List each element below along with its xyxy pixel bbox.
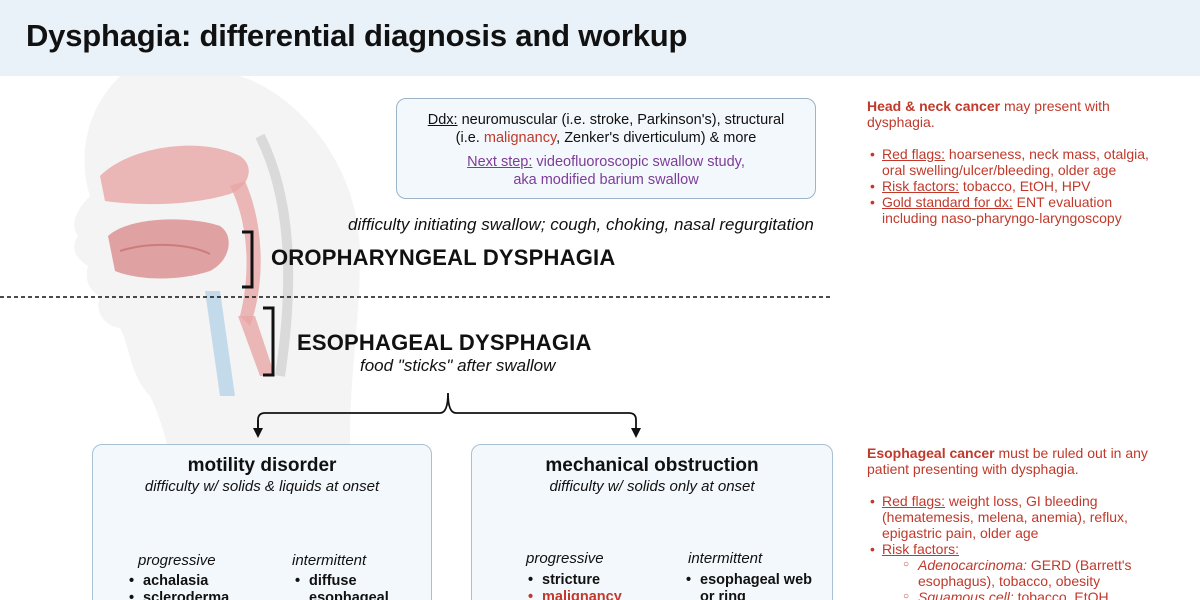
mechanical-intermittent-list: esophageal web or ring (684, 572, 812, 600)
ddx-line-1-text: neuromuscular (i.e. stroke, Parkinson's)… (457, 112, 785, 128)
esophageal-cancer-heading-line2: patient presenting with dysphagia. (867, 461, 1079, 477)
list-item: stricture (526, 572, 622, 589)
ddx-line-1: Ddx: neuromuscular (i.e. stroke, Parkins… (397, 111, 815, 129)
red-flags-text-2: (hematemesis, melena, anemia), reflux, (882, 509, 1128, 525)
ddx-line-2: (i.e. malignancy, Zenker's diverticulum)… (397, 129, 815, 147)
red-flags-text-2: oral swelling/ulcer/bleeding, older age (882, 162, 1117, 178)
list-item: scleroderma (127, 590, 229, 600)
risk-factor-sublist: Adenocarcinoma: GERD (Barrett'sesophagus… (882, 557, 1187, 600)
esophageal-description: food "sticks" after swallow (360, 356, 556, 375)
esophageal-cancer-list: Red flags: weight loss, GI bleeding(hema… (867, 493, 1187, 600)
esophageal-cancer-heading-bold: Esophageal cancer (867, 445, 995, 461)
list-item-continued: or ring (684, 589, 812, 600)
ddx-line-2-post: , Zenker's diverticulum) & more (556, 130, 757, 146)
squamous-text: tobacco, EtOH (1013, 589, 1109, 600)
head-neck-list: Red flags: hoarseness, neck mass, otalgi… (867, 146, 1187, 226)
risk-factors-label: Risk factors: (882, 178, 960, 194)
squamous-label: Squamous cell: (918, 589, 1014, 600)
red-flags-label: Red flags: (882, 146, 946, 162)
oropharyngeal-title: OROPHARYNGEAL DYSPHAGIA (271, 245, 616, 270)
squamous-item: Squamous cell: tobacco, EtOH (882, 589, 1187, 600)
head-neck-cancer-panel: Head & neck cancer may present with dysp… (867, 98, 1187, 226)
list-item: achalasia (127, 573, 229, 590)
gold-standard-label: Gold standard for dx: (882, 194, 1013, 210)
list-item-text: esophageal (309, 590, 389, 600)
list-item: malignancy (526, 589, 622, 600)
adenocarcinoma-text-2: esophagus), tobacco, obesity (918, 573, 1101, 589)
motility-subtitle: difficulty w/ solids & liquids at onset (144, 478, 380, 495)
next-step-line-2: aka modified barium swallow (513, 172, 699, 188)
next-step-text: videofluoroscopic swallow study, (532, 154, 745, 170)
esophageal-red-flags: Red flags: weight loss, GI bleeding(hema… (867, 493, 1187, 541)
list-item: diffuse (293, 573, 389, 590)
next-step-line-1: Next step: videofluoroscopic swallow stu… (397, 153, 815, 171)
ddx-line-2-pre: (i.e. (455, 130, 484, 146)
oropharyngeal-ddx-box: Ddx: neuromuscular (i.e. stroke, Parkins… (396, 98, 816, 199)
head-neck-gold-standard: Gold standard for dx: ENT evaluationincl… (867, 194, 1187, 226)
esophageal-title: ESOPHAGEAL DYSPHAGIA (297, 330, 592, 355)
next-step-label: Next step: (467, 154, 533, 170)
adenocarcinoma-item: Adenocarcinoma: GERD (Barrett'sesophagus… (882, 557, 1187, 589)
mechanical-subtitle: difficulty w/ solids only at onset (549, 478, 755, 495)
list-item-continued: esophageal (293, 590, 389, 600)
esophageal-cancer-heading-rest: must be ruled out in any (994, 445, 1148, 461)
mechanical-title: mechanical obstruction (545, 455, 759, 476)
list-item: esophageal web (684, 572, 812, 589)
adenocarcinoma-label: Adenocarcinoma: (918, 557, 1027, 573)
motility-title: motility disorder (187, 455, 337, 476)
head-neck-heading-bold: Head & neck cancer (867, 98, 1001, 114)
list-item-text: or ring (700, 589, 746, 600)
ddx-malignancy: malignancy (483, 130, 557, 146)
esophageal-cancer-heading: Esophageal cancer must be ruled out in a… (867, 445, 1187, 461)
risk-factors-label: Risk factors: (882, 541, 960, 557)
motility-disorder-box: motility disorder difficulty w/ solids &… (92, 444, 432, 600)
esophageal-cancer-panel: Esophageal cancer must be ruled out in a… (867, 445, 1187, 600)
red-flags-text: weight loss, GI bleeding (945, 493, 1098, 509)
gold-standard-text: ENT evaluation (1012, 194, 1113, 210)
head-neck-heading: Head & neck cancer may present with (867, 98, 1187, 114)
motility-progressive-list: achalasia scleroderma (127, 573, 229, 600)
mechanical-progressive-label: progressive (526, 550, 604, 567)
head-neck-red-flags: Red flags: hoarseness, neck mass, otalgi… (867, 146, 1187, 178)
motility-intermittent-label: intermittent (292, 552, 367, 569)
red-flags-label: Red flags: (882, 493, 946, 509)
head-neck-heading-line2: dysphagia. (867, 114, 935, 130)
mechanical-progressive-list: stricture malignancy (526, 572, 622, 600)
adenocarcinoma-text: GERD (Barrett's (1026, 557, 1132, 573)
oropharyngeal-description: difficulty initiating swallow; cough, ch… (348, 215, 814, 234)
page-title: Dysphagia: differential diagnosis and wo… (26, 18, 688, 53)
red-flags-text-3: epigastric pain, older age (882, 525, 1039, 541)
red-flags-text: hoarseness, neck mass, otalgia, (945, 146, 1149, 162)
head-neck-risk-factors: Risk factors: tobacco, EtOH, HPV (867, 178, 1187, 194)
esophageal-risk-factors: Risk factors: Adenocarcinoma: GERD (Barr… (867, 541, 1187, 600)
gold-standard-text-2: including naso-pharyngo-laryngoscopy (882, 210, 1122, 226)
motility-intermittent-list: diffuse esophageal (293, 573, 389, 600)
mechanical-obstruction-box: mechanical obstruction difficulty w/ sol… (471, 444, 833, 600)
risk-factors-text: tobacco, EtOH, HPV (959, 178, 1091, 194)
mechanical-intermittent-label: intermittent (688, 550, 763, 567)
motility-progressive-label: progressive (138, 552, 216, 569)
ddx-label: Ddx: (427, 112, 458, 128)
head-neck-heading-rest: may present with (1000, 98, 1110, 114)
header-bar: Dysphagia: differential diagnosis and wo… (0, 0, 1200, 76)
